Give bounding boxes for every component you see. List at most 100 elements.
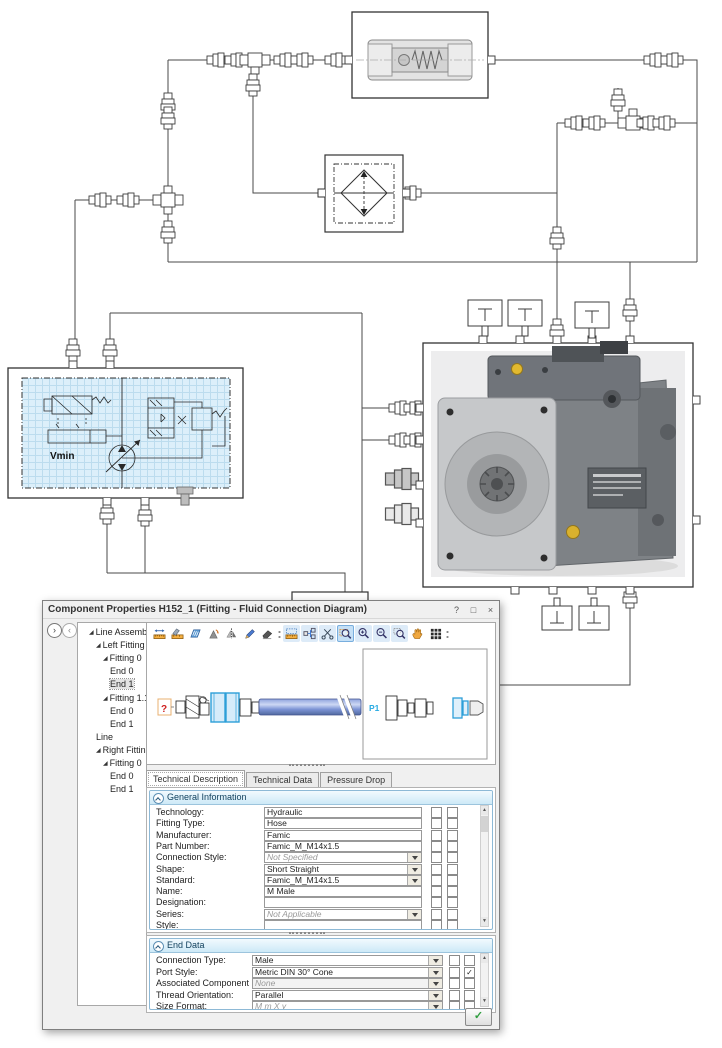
- lock-checkbox[interactable]: [431, 908, 442, 920]
- tab-technical-data[interactable]: Technical Data: [246, 772, 320, 788]
- pan-icon[interactable]: [409, 625, 426, 642]
- verify-checkbox[interactable]: [447, 807, 458, 818]
- tree-item-end-1[interactable]: End 1: [78, 783, 146, 795]
- verify-checkbox[interactable]: ✓: [464, 966, 475, 978]
- tree-item-line[interactable]: Line: [78, 731, 146, 743]
- measure-length-icon[interactable]: [151, 625, 168, 642]
- collapse-all-button[interactable]: ‹: [62, 623, 77, 638]
- tab-technical-description[interactable]: Technical Description: [146, 770, 246, 788]
- flip-icon[interactable]: [223, 625, 240, 642]
- tree-expand-icon[interactable]: ◢: [96, 747, 101, 754]
- left-fitting-drawing[interactable]: [175, 695, 210, 719]
- tree-expand-icon[interactable]: ◢: [103, 656, 108, 663]
- end-data-scrollbar[interactable]: ▲ ▼: [480, 953, 489, 1007]
- connections-icon[interactable]: [301, 625, 318, 642]
- rotate-icon[interactable]: [205, 625, 222, 642]
- verify-checkbox[interactable]: [447, 840, 458, 852]
- scroll-down-icon[interactable]: ▼: [481, 997, 488, 1006]
- dropdown-arrow-icon[interactable]: [428, 967, 442, 977]
- tree-item-end-1[interactable]: End 1: [78, 718, 146, 730]
- lock-checkbox[interactable]: [449, 966, 460, 978]
- tree-item-end-0[interactable]: End 0: [78, 705, 146, 717]
- check-valve-component[interactable]: [344, 11, 496, 99]
- lock-checkbox[interactable]: [431, 863, 442, 875]
- verify-checkbox[interactable]: [464, 955, 475, 966]
- lock-checkbox[interactable]: [449, 955, 460, 966]
- tab-pressure-drop[interactable]: Pressure Drop: [320, 772, 393, 788]
- tree-item-end-1[interactable]: End 1: [78, 678, 146, 691]
- zoom-out-icon[interactable]: [373, 625, 390, 642]
- cut-icon[interactable]: [319, 625, 336, 642]
- dropdown-arrow-icon[interactable]: [407, 909, 421, 919]
- expand-all-button[interactable]: ›: [47, 623, 62, 638]
- help-button[interactable]: ?: [453, 604, 459, 615]
- tree-expand-icon[interactable]: ◢: [89, 630, 94, 636]
- scroll-down-icon[interactable]: ▼: [481, 917, 488, 926]
- measure-path-icon[interactable]: [169, 625, 186, 642]
- pin-button[interactable]: □: [470, 604, 477, 615]
- lock-checkbox[interactable]: [431, 920, 442, 929]
- lock-checkbox[interactable]: [449, 978, 460, 990]
- tree-item-end-0[interactable]: End 0: [78, 770, 146, 782]
- technology-input[interactable]: Hydraulic: [264, 807, 422, 818]
- zoom-area-icon[interactable]: [337, 625, 354, 642]
- style-input[interactable]: [264, 920, 422, 929]
- drain-plug-fitting[interactable]: [176, 486, 194, 506]
- lock-checkbox[interactable]: [449, 989, 460, 1001]
- part-number-input[interactable]: Famic_M_M14x1.5: [264, 840, 422, 852]
- designation-input[interactable]: [264, 897, 422, 909]
- lock-checkbox[interactable]: [431, 874, 442, 886]
- shape-select[interactable]: Short Straight: [264, 863, 422, 875]
- thread-orientation-select[interactable]: Parallel: [252, 989, 443, 1001]
- splitter-handle[interactable]: [289, 932, 325, 937]
- fitting-preview-drawing[interactable]: ? P1: [148, 643, 494, 762]
- grid-icon[interactable]: [427, 625, 444, 642]
- scroll-up-icon[interactable]: ▲: [481, 954, 488, 963]
- verify-checkbox[interactable]: [447, 886, 458, 898]
- lock-checkbox[interactable]: [431, 840, 442, 852]
- lock-checkbox[interactable]: [431, 829, 442, 841]
- highlighted-fitting-end[interactable]: [210, 692, 240, 723]
- splitter-handle[interactable]: [289, 764, 325, 769]
- zoom-window-icon[interactable]: [391, 625, 408, 642]
- hose-segment[interactable]: [258, 698, 362, 716]
- tree-item-end-0[interactable]: End 0: [78, 665, 146, 677]
- dropdown-arrow-icon[interactable]: [407, 864, 421, 874]
- tree-expand-icon[interactable]: ◢: [103, 761, 108, 767]
- verify-checkbox[interactable]: [447, 863, 458, 875]
- general-information-scrollbar[interactable]: ▲ ▼: [480, 805, 489, 927]
- dropdown-arrow-icon[interactable]: [407, 853, 421, 863]
- dropdown-arrow-icon[interactable]: [428, 990, 442, 1000]
- loose-fittings[interactable]: [384, 467, 420, 526]
- name-input[interactable]: M Male: [264, 886, 422, 898]
- measure-fit-icon[interactable]: [283, 625, 300, 642]
- verify-checkbox[interactable]: [447, 874, 458, 886]
- lock-checkbox[interactable]: [431, 886, 442, 898]
- verify-checkbox[interactable]: [447, 920, 458, 929]
- verify-checkbox[interactable]: [447, 908, 458, 920]
- scroll-up-icon[interactable]: ▲: [481, 806, 488, 815]
- series-select[interactable]: Not Applicable: [264, 908, 422, 920]
- tree-item-right-fitting[interactable]: ◢Right Fitting: [78, 744, 146, 756]
- size-format-select[interactable]: M m X y: [252, 1001, 443, 1009]
- tree-item-left-fitting[interactable]: ◢Left Fitting: [78, 639, 146, 651]
- inset-fitting-drawing[interactable]: [385, 695, 434, 721]
- dropdown-arrow-icon[interactable]: [407, 875, 421, 885]
- verify-checkbox[interactable]: [464, 1001, 475, 1009]
- standard-select[interactable]: Famic_M_M14x1.5: [264, 874, 422, 886]
- tree-item-fitting-0[interactable]: ◢Fitting 0: [78, 652, 146, 664]
- pencil-icon[interactable]: [241, 625, 258, 642]
- tree-expand-icon[interactable]: ◢: [96, 643, 101, 650]
- inset-highlighted-end[interactable]: [452, 697, 484, 719]
- collapse-group-icon[interactable]: [153, 941, 164, 952]
- eraser-icon[interactable]: [259, 625, 276, 642]
- dropdown-arrow-icon[interactable]: [428, 979, 442, 989]
- zoom-in-icon[interactable]: [355, 625, 372, 642]
- tree-expand-icon[interactable]: ◢: [103, 695, 108, 702]
- scroll-thumb[interactable]: [481, 816, 488, 832]
- verify-checkbox[interactable]: [464, 978, 475, 990]
- dropdown-arrow-icon[interactable]: [428, 1002, 442, 1009]
- collapse-group-icon[interactable]: [153, 793, 164, 804]
- lock-checkbox[interactable]: [449, 1001, 460, 1009]
- connection-style-select[interactable]: Not Specified: [264, 852, 422, 864]
